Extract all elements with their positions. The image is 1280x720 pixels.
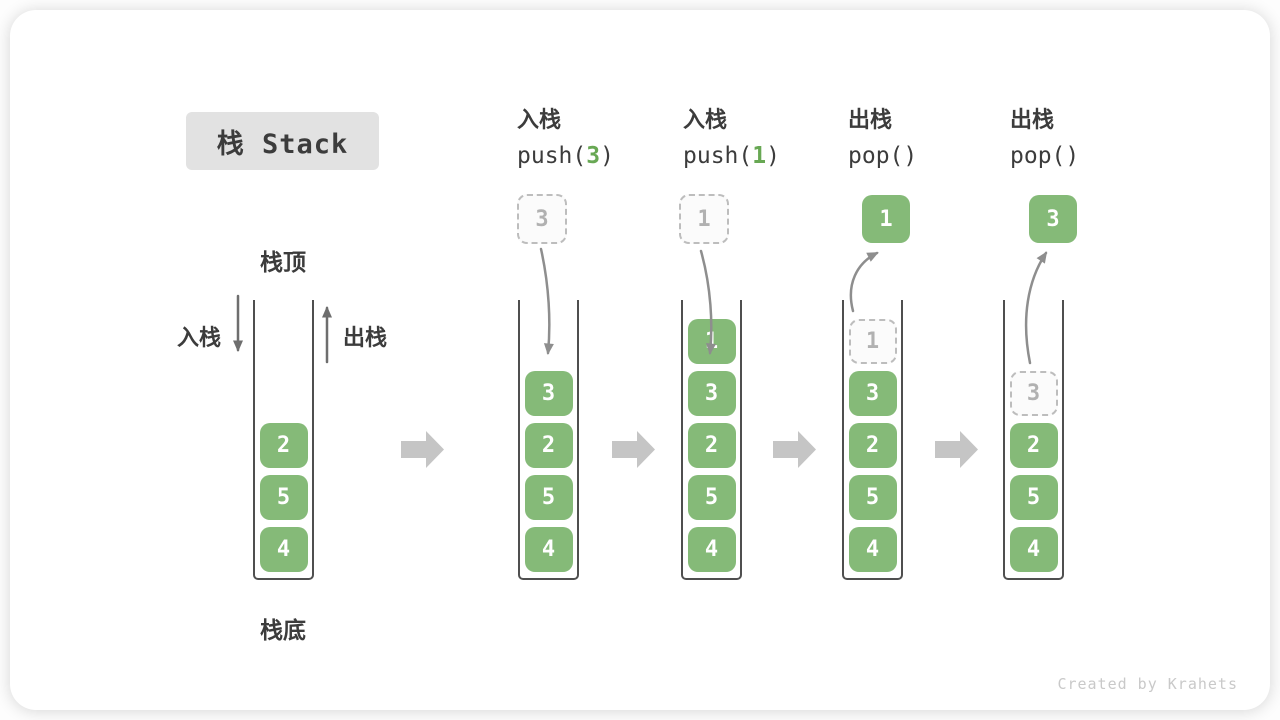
op-arg: 3 <box>586 143 601 169</box>
stack-block-removed: 3 <box>1009 371 1058 416</box>
op-label-push-3: 入栈 push(3) <box>517 106 614 170</box>
stack-block-removed: 1 <box>848 319 897 364</box>
stack-block: 1 <box>687 319 736 364</box>
op-code: pop() <box>1010 142 1079 170</box>
stack-state-after-pop-1: 1 3 2 5 4 <box>842 300 903 580</box>
op-fn: push( <box>683 143 753 169</box>
stack-block: 3 <box>524 371 573 416</box>
op-zh: 入栈 <box>517 107 562 132</box>
stack-block: 2 <box>848 423 897 468</box>
diagram-title: 栈 Stack <box>186 112 379 170</box>
stack-block: 4 <box>259 527 308 572</box>
stack-block: 5 <box>1009 475 1058 520</box>
stack-state-after-pop-2: 3 2 5 4 <box>1003 300 1064 580</box>
stack-block: 2 <box>259 423 308 468</box>
op-arg: 1 <box>752 143 767 169</box>
incoming-element: 1 <box>679 194 729 244</box>
stack-block: 4 <box>687 527 736 572</box>
stack-block: 3 <box>848 371 897 416</box>
op-code: push(3) <box>517 142 614 170</box>
stack-state-initial: 2 5 4 <box>253 300 314 580</box>
push-side-label: 入栈 <box>177 325 222 350</box>
op-close: ) <box>766 143 780 169</box>
stack-block: 5 <box>259 475 308 520</box>
stack-block: 5 <box>848 475 897 520</box>
op-close: ) <box>903 143 918 169</box>
stack-bottom-label: 栈底 <box>260 617 306 643</box>
stack-block: 3 <box>687 371 736 416</box>
stack-block: 2 <box>1009 423 1058 468</box>
stack-block: 4 <box>524 527 573 572</box>
stack-block: 4 <box>1009 527 1058 572</box>
stack-top-label: 栈顶 <box>260 249 306 275</box>
op-close: ) <box>1065 143 1080 169</box>
popped-element: 1 <box>862 195 910 243</box>
incoming-element: 3 <box>517 194 567 244</box>
op-fn: pop( <box>848 143 904 169</box>
stack-block: 5 <box>524 475 573 520</box>
stack-block: 2 <box>687 423 736 468</box>
op-zh: 入栈 <box>683 107 728 132</box>
op-fn: push( <box>517 143 587 169</box>
op-zh: 出栈 <box>848 107 893 132</box>
stack-block: 4 <box>848 527 897 572</box>
op-close: ) <box>600 143 614 169</box>
op-label-pop-1: 出栈 pop() <box>848 106 917 170</box>
popped-element: 3 <box>1029 195 1077 243</box>
op-code: pop() <box>848 142 917 170</box>
stack-state-after-push-3: 3 2 5 4 <box>518 300 579 580</box>
op-fn: pop( <box>1010 143 1066 169</box>
op-zh: 出栈 <box>1010 107 1055 132</box>
op-label-push-1: 入栈 push(1) <box>683 106 780 170</box>
op-label-pop-2: 出栈 pop() <box>1010 106 1079 170</box>
stack-block: 2 <box>524 423 573 468</box>
stack-block: 5 <box>687 475 736 520</box>
op-code: push(1) <box>683 142 780 170</box>
watermark: Created by Krahets <box>1057 675 1238 693</box>
pop-side-label: 出栈 <box>343 325 388 350</box>
stack-state-after-push-1: 1 3 2 5 4 <box>681 300 742 580</box>
